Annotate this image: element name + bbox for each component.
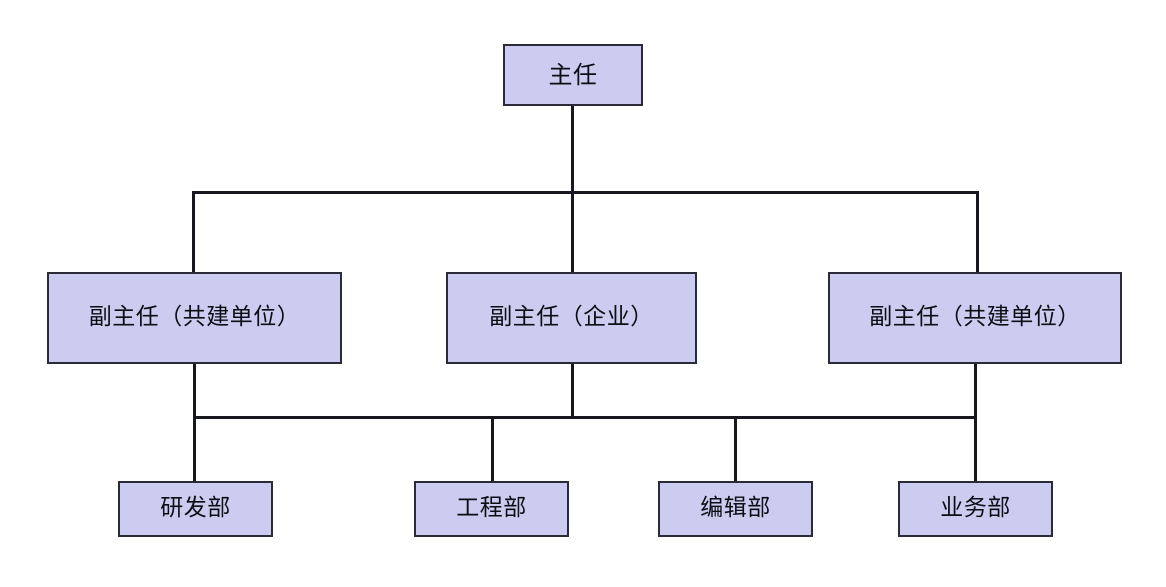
org-node-dept-rd[interactable]: 研发部: [118, 481, 273, 537]
org-node-dept-editorial-label: 编辑部: [700, 495, 771, 522]
connector-level2-bus: [192, 191, 979, 194]
connector-deputy-left-down: [193, 364, 196, 418]
connector-drop-dept-engineering: [491, 416, 494, 481]
connector-drop-dept-rd: [193, 416, 196, 481]
org-node-dept-business-label: 业务部: [940, 495, 1011, 522]
org-node-deputy-center[interactable]: 副主任（企业）: [446, 272, 697, 364]
org-node-dept-editorial[interactable]: 编辑部: [658, 481, 813, 537]
connector-deputy-right-down: [974, 364, 977, 418]
connector-deputy-center-down: [571, 364, 574, 418]
org-node-deputy-right[interactable]: 副主任（共建单位）: [828, 272, 1122, 364]
connector-drop-deputy-center: [571, 191, 574, 272]
org-node-deputy-center-label: 副主任（企业）: [489, 304, 654, 331]
org-node-deputy-left-label: 副主任（共建单位）: [88, 304, 301, 331]
org-node-deputy-right-label: 副主任（共建单位）: [869, 304, 1081, 331]
org-node-director-label: 主任: [548, 60, 598, 89]
connector-drop-dept-business: [974, 416, 977, 481]
connector-drop-dept-editorial: [734, 416, 737, 481]
connector-drop-deputy-right: [976, 191, 979, 272]
connector-director-trunk: [571, 106, 574, 194]
org-node-dept-business[interactable]: 业务部: [898, 481, 1053, 537]
org-node-dept-rd-label: 研发部: [160, 495, 231, 522]
connector-level3-bus: [193, 416, 977, 419]
org-node-deputy-left[interactable]: 副主任（共建单位）: [47, 272, 342, 364]
org-node-dept-engineering[interactable]: 工程部: [414, 481, 569, 537]
org-node-dept-engineering-label: 工程部: [456, 495, 527, 522]
connector-drop-deputy-left: [192, 191, 195, 272]
org-node-director[interactable]: 主任: [503, 44, 643, 106]
